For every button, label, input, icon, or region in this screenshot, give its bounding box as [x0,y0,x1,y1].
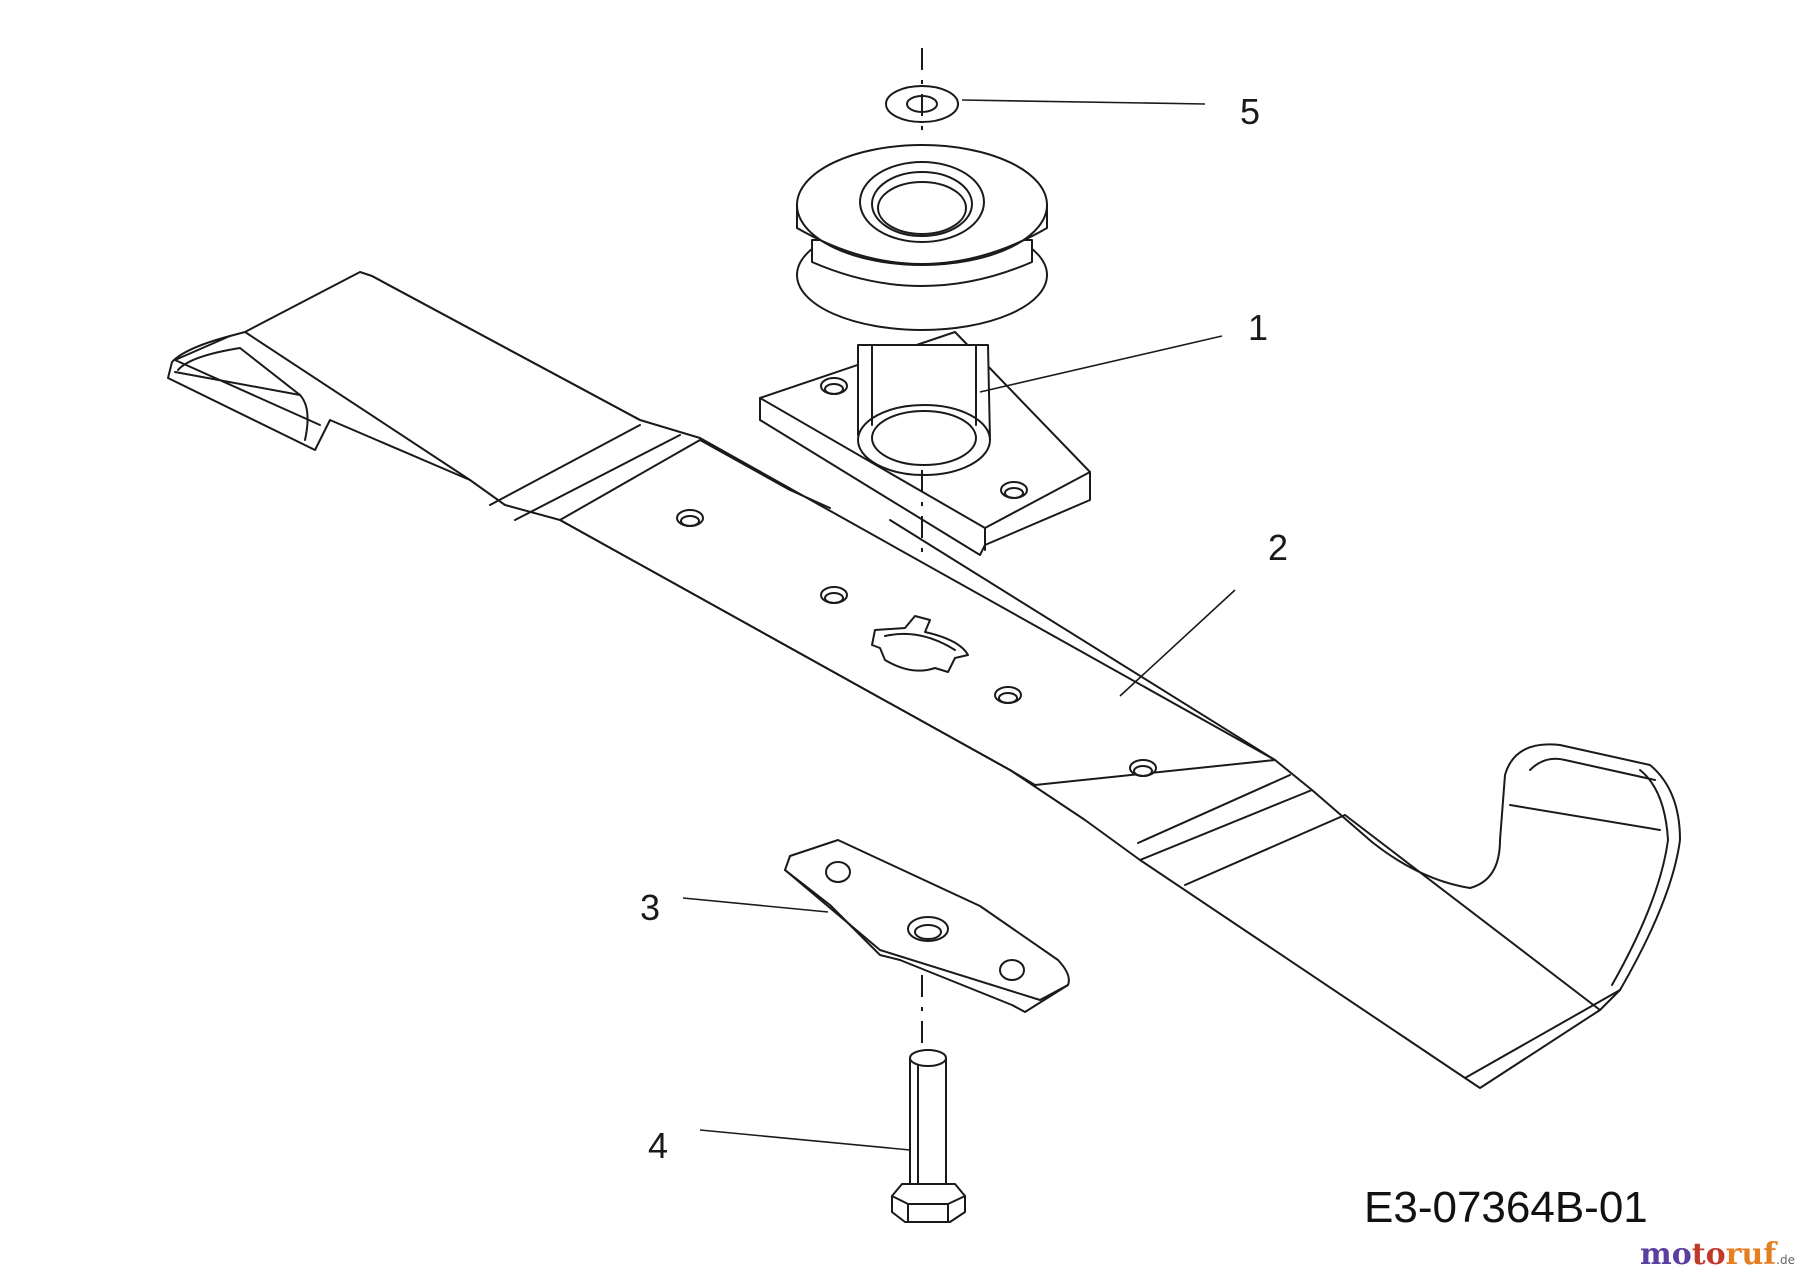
leader-lines [682,99,1236,1151]
svg-text:motoruf.de: motoruf.de [1640,1237,1795,1272]
blade-adapter-pulley [759,144,1091,556]
callout-4: 4 [648,1125,668,1166]
callout-5: 5 [1240,91,1260,132]
drawing-code: E3-07364B-01 [1364,1183,1648,1232]
mower-blade [167,271,1681,1089]
watermark-suffix: .de [1776,1253,1795,1267]
callout-2: 2 [1268,527,1288,568]
watermark-logo: motoruf.de [1640,1237,1795,1272]
callout-1: 1 [1248,307,1268,348]
callout-3: 3 [640,887,660,928]
stiffener-plate [784,839,1070,1013]
hex-bolt [891,1049,966,1223]
